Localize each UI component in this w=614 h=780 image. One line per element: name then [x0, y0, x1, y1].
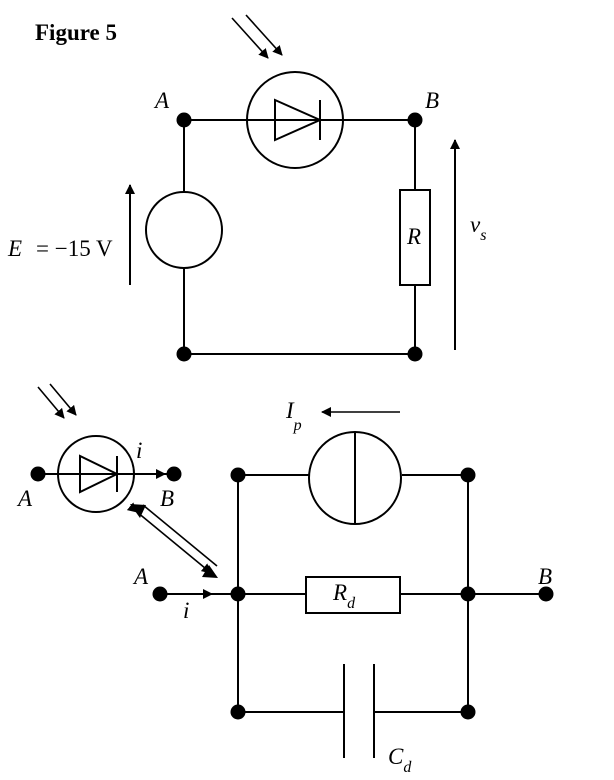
label-current-source: Ip [285, 398, 302, 434]
label-node-a: A [153, 88, 170, 113]
resistor-r [399, 189, 431, 286]
node-a-dot [152, 586, 168, 602]
resistor-rd [305, 576, 401, 614]
label-photodiode-current: i [136, 438, 142, 463]
diode-triangle [274, 98, 323, 142]
light-arrows-icon [231, 14, 283, 59]
label-resistor-rd: Rd [332, 580, 356, 612]
label-photodiode-node-a: A [16, 486, 33, 511]
photodiode-symbol: A B i [16, 383, 182, 513]
label-node-b: B [425, 88, 439, 113]
node-a-dot [176, 112, 192, 128]
label-input-current: i [183, 598, 189, 623]
node-b-dot [538, 586, 554, 602]
photodiode-symbol-triangle [79, 454, 120, 494]
photodiode-node-a-dot [30, 466, 46, 482]
label-source-symbol: E [7, 236, 22, 261]
capacitor-cd [343, 664, 375, 758]
node-bottom-right-dot [407, 346, 423, 362]
label-source-value: = −15 V [36, 236, 113, 261]
circuit-1: A B E = −15 V R vs [7, 14, 486, 362]
label-node-b: B [538, 564, 552, 589]
photodiode-1 [231, 14, 344, 169]
node-b-dot [407, 112, 423, 128]
figure-title: Figure 5 [35, 20, 117, 45]
label-photodiode-node-b: B [160, 486, 174, 511]
node-middle-left-dot [230, 586, 246, 602]
node-top-left-dot [230, 467, 246, 483]
photodiode-node-b-dot [166, 466, 182, 482]
equivalence-arrow-icon [126, 502, 218, 578]
node-top-right-dot [460, 467, 476, 483]
node-bottom-left-dot [176, 346, 192, 362]
label-resistor-r: R [406, 224, 421, 249]
light-arrows-icon [37, 383, 77, 419]
node-middle-right-dot [460, 586, 476, 602]
circuit-2: A B i [16, 383, 554, 776]
label-output-voltage: vs [470, 212, 486, 244]
label-node-a: A [132, 564, 149, 589]
node-bottom-right-dot [460, 704, 476, 720]
current-source-ip [308, 407, 402, 525]
label-capacitor-cd: Cd [388, 744, 412, 776]
voltage-source [145, 191, 223, 269]
node-bottom-left-dot [230, 704, 246, 720]
